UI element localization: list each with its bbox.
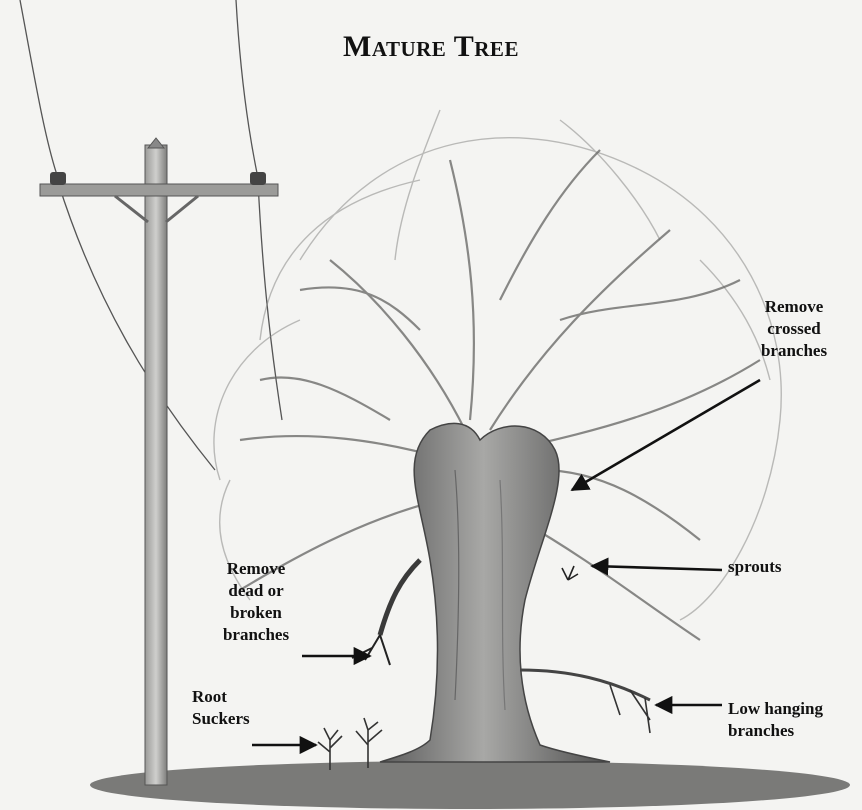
arrow-crossed-branches: [572, 380, 760, 490]
label-line: broken: [214, 602, 298, 624]
arrow-sprouts: [592, 566, 722, 570]
label-line: branches: [752, 340, 836, 362]
label-line: branches: [728, 720, 823, 742]
label-line: branches: [214, 624, 298, 646]
label-line: crossed: [752, 318, 836, 340]
diagram-title: Mature Tree: [0, 30, 862, 64]
label-line: Root: [192, 686, 250, 708]
label-line: Low hanging: [728, 698, 823, 720]
label-line: Remove: [752, 296, 836, 318]
label-crossed-branches: Remove crossed branches: [752, 296, 836, 362]
label-line: Suckers: [192, 708, 250, 730]
ground-shadow-icon: [90, 761, 850, 809]
label-low-hanging: Low hanging branches: [728, 698, 823, 742]
label-line: Remove: [214, 558, 298, 580]
mature-tree-icon: [214, 110, 781, 762]
label-dead-branches: Remove dead or broken branches: [214, 558, 298, 646]
label-line: dead or: [214, 580, 298, 602]
label-sprouts: sprouts: [728, 556, 782, 578]
label-root-suckers: Root Suckers: [192, 686, 250, 730]
